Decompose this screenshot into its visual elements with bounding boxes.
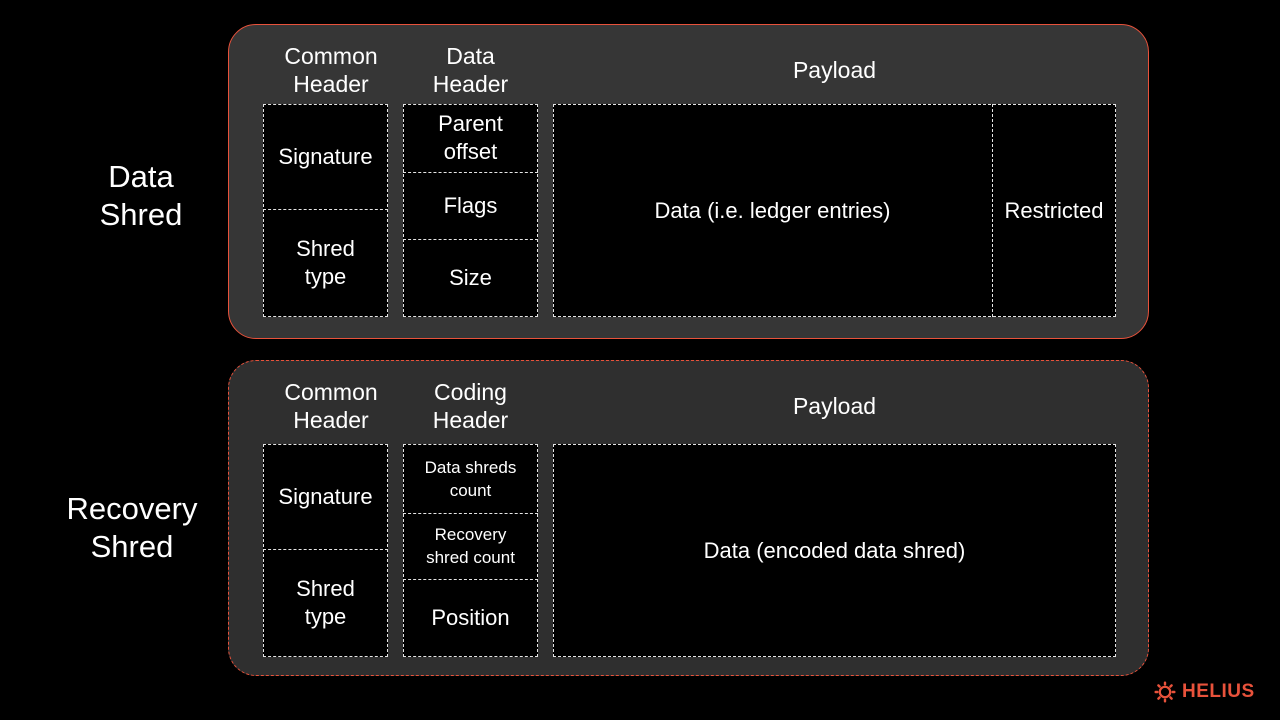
data-common-divider (263, 209, 388, 210)
coding-header-label: Coding Header (432, 379, 509, 433)
recovery-shred-label: Recovery Shred (66, 491, 198, 564)
helius-logo: HELIUS (1154, 679, 1270, 705)
data-shred-label: Data Shred (99, 159, 183, 232)
recovery-shred-count-field: Recovery shred count (426, 525, 515, 567)
data-shreds-count-field: Data shreds count (424, 457, 517, 500)
helius-sun-icon (1154, 681, 1176, 703)
flags-field: Flags (443, 192, 498, 218)
coding-header-divider-1 (403, 513, 538, 514)
parent-offset-field: Parent offset (438, 111, 503, 164)
data-payload-label: Payload (792, 57, 877, 83)
size-field: Size (449, 265, 492, 290)
encoded-data-field: Data (encoded data shred) (703, 537, 966, 563)
data-common-header-label: Common Header (284, 43, 378, 97)
helius-logo-text: HELIUS (1182, 681, 1255, 702)
restricted-field: Restricted (1004, 197, 1104, 223)
data-header-box (403, 104, 538, 317)
data-payload-box (553, 104, 1116, 317)
recovery-common-header-box (263, 444, 388, 657)
recovery-shred-type-field: Shred type (296, 576, 355, 629)
data-header-divider-1 (403, 172, 538, 173)
data-header-divider-2 (403, 239, 538, 240)
data-common-header-box (263, 104, 388, 317)
recovery-common-header-label: Common Header (284, 379, 378, 433)
payload-divider (992, 104, 993, 317)
data-header-label: Data Header (432, 43, 509, 97)
coding-header-divider-2 (403, 579, 538, 580)
position-field: Position (431, 605, 510, 630)
recovery-common-divider (263, 549, 388, 550)
recovery-payload-label: Payload (792, 393, 877, 419)
recovery-signature-field: Signature (278, 483, 373, 509)
data-ledger-entries-field: Data (i.e. ledger entries) (654, 197, 891, 223)
data-signature-field: Signature (278, 143, 373, 169)
coding-header-box (403, 444, 538, 657)
data-shred-type-field: Shred type (296, 236, 355, 289)
recovery-payload-box (553, 444, 1116, 657)
